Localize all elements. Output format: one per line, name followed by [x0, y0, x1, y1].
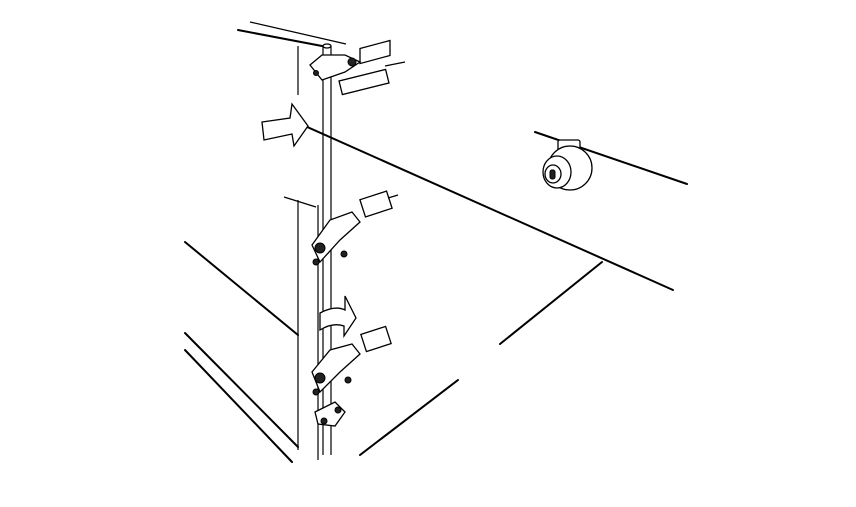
- top-panel-edge: [249, 21, 347, 45]
- top-back-edge: [237, 29, 323, 47]
- top-bracket: [309, 39, 406, 96]
- bottom-clip: [314, 401, 346, 427]
- drawer-top-edge: [184, 241, 299, 336]
- cabinet-outline: [184, 21, 688, 463]
- drawer-bottom-edge-2: [184, 349, 293, 463]
- drawer-bottom-edge-1: [184, 332, 299, 448]
- lower-bracket: [311, 325, 392, 396]
- rotation-arrow-icon: [319, 295, 357, 339]
- middle-bracket: [311, 190, 399, 266]
- desk-front-edge: [304, 125, 674, 291]
- desk-bottom-edge: [359, 379, 459, 456]
- drawer-top-lip: [283, 196, 317, 208]
- desk-lower-edge: [499, 261, 603, 345]
- cam-lock-icon: [542, 139, 593, 191]
- direction-arrow-icon: [261, 102, 309, 148]
